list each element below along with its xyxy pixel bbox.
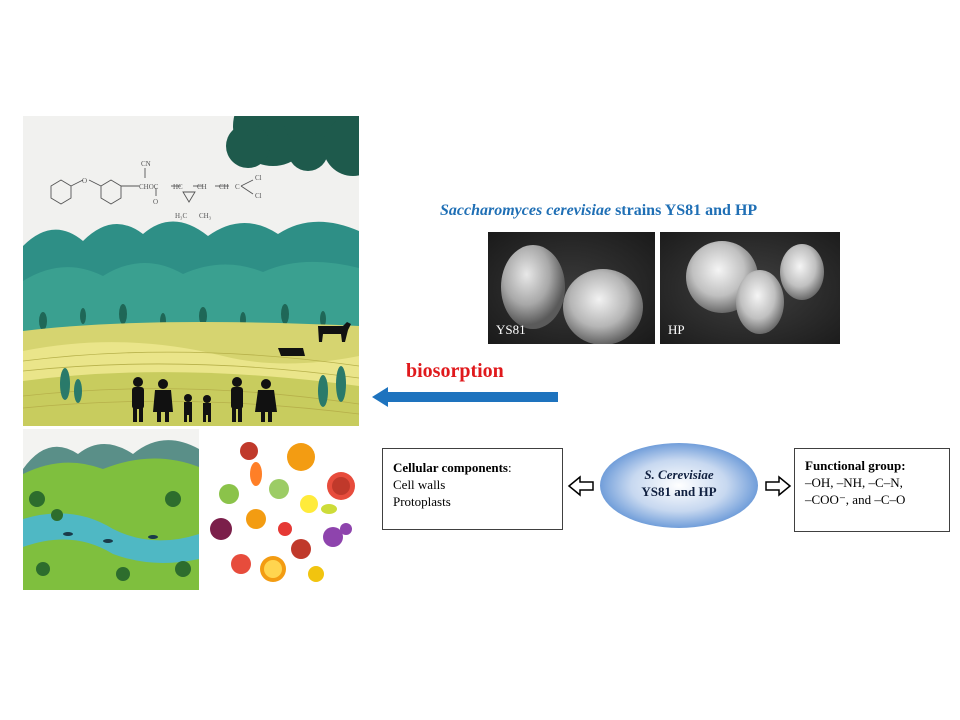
fruits-vegetables-illustration: [201, 429, 359, 590]
strain-names: strains YS81 and HP: [611, 202, 758, 219]
box-line: ‒OH, ‒NH, ‒C‒N,: [805, 475, 903, 490]
right-hollow-arrow-icon: [765, 475, 792, 497]
produce-circle: [210, 442, 355, 582]
yeast-cell: [780, 244, 824, 300]
sem-image-ys81: YS81: [488, 232, 655, 344]
sem-image-hp: HP: [660, 232, 840, 344]
left-hollow-arrow-icon: [567, 475, 594, 497]
sem-label: YS81: [496, 322, 526, 337]
ellipse-line2: YS81 and HP: [641, 484, 717, 499]
box-heading: Functional group:: [805, 458, 906, 473]
cypress-trees: [60, 366, 346, 407]
box-heading: Cellular components: [393, 460, 508, 475]
chem-label: CH: [197, 183, 207, 191]
chem-label: Cl: [255, 174, 262, 182]
box-line: Cell walls: [393, 477, 446, 492]
river-landscape-illustration: [23, 429, 199, 590]
chem-label: Cl: [255, 192, 262, 200]
ellipse-text: S. Cerevisiae YS81 and HP: [599, 466, 759, 500]
yeast-cell: [563, 269, 643, 344]
trees: [29, 491, 191, 581]
chem-label: O: [82, 177, 87, 185]
sem-label: HP: [668, 322, 685, 337]
cellular-components-box: Cellular components: Cell walls Protopla…: [382, 448, 563, 530]
chem-label: CN: [141, 160, 151, 168]
yeast-cell: [736, 270, 784, 334]
biosorption-label: biosorption: [406, 360, 504, 382]
chem-label: O: [153, 198, 158, 206]
box-line: Protoplasts: [393, 494, 451, 509]
chemical-structure-labels: O CN CHOC O HC CH CH C Cl Cl H₃C CH₃: [82, 160, 262, 220]
functional-group-box: Functional group: ‒OH, ‒NH, ‒C‒N, ‒COO⁻,…: [794, 448, 950, 532]
chemical-structure-diagram: [50, 168, 254, 205]
yeast-cell: [501, 245, 565, 329]
ellipse-line1: S. Cerevisiae: [644, 467, 714, 482]
chem-label: CH: [219, 183, 229, 191]
center-ellipse: [600, 443, 758, 528]
dark-cloud-cluster: [226, 116, 359, 176]
farmland-landscape-illustration: O CN CHOC O HC CH CH C Cl Cl H₃C CH₃: [23, 116, 359, 426]
chem-label: CHOC: [139, 183, 159, 191]
biosorption-arrow: [372, 387, 558, 407]
box-line: ‒COO⁻, and ‒C‒O: [805, 492, 906, 507]
sem-title: Saccharomyces cerevisiae strains YS81 an…: [440, 202, 900, 220]
chem-label: C: [235, 183, 240, 191]
species-name: Saccharomyces cerevisiae: [440, 202, 612, 219]
chem-label: H₃C: [175, 212, 187, 220]
fish-icons: [63, 532, 158, 543]
chem-label: CH₃: [199, 212, 212, 220]
river: [23, 513, 199, 563]
farm-animals: [278, 322, 351, 356]
box-heading-suffix: :: [507, 460, 512, 475]
people-silhouettes: [132, 377, 277, 422]
chem-label: HC: [173, 183, 183, 191]
